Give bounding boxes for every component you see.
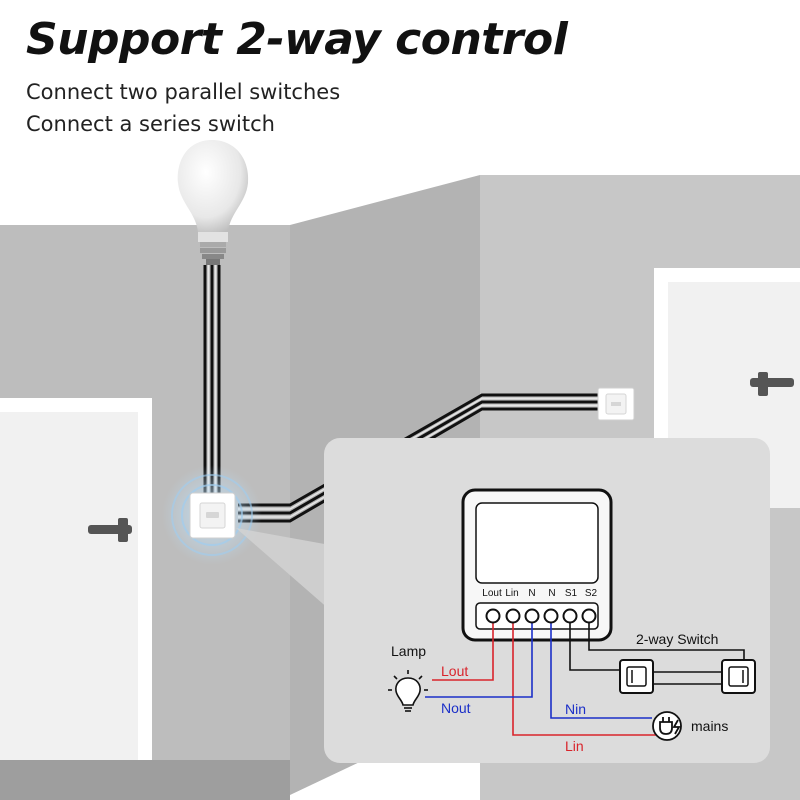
terminal-label-n2: N bbox=[548, 588, 555, 599]
plug-icon bbox=[652, 711, 682, 741]
terminal-screws bbox=[485, 608, 597, 624]
switch-icon bbox=[162, 465, 262, 565]
terminal-labels: Lout Lin N N S1 S2 bbox=[482, 588, 597, 599]
two-way-switch-a bbox=[619, 659, 654, 694]
mains-label: mains bbox=[691, 718, 728, 734]
terminal-label-s1: S1 bbox=[565, 588, 578, 599]
page-title: Support 2-way control bbox=[26, 14, 568, 65]
lamp-icon bbox=[388, 670, 428, 712]
wire-nin bbox=[550, 616, 652, 719]
wire-s1 bbox=[569, 616, 620, 671]
wire-nout bbox=[425, 616, 533, 698]
lamp-label: Lamp bbox=[391, 643, 426, 659]
bulb-icon bbox=[177, 140, 249, 265]
subtitle-parallel: Connect two parallel switches bbox=[26, 80, 341, 104]
terminal-label-lin: Lin bbox=[505, 588, 518, 599]
wire-lout bbox=[432, 616, 494, 681]
subtitle-series: Connect a series switch bbox=[26, 112, 275, 136]
nout-label: Nout bbox=[441, 700, 471, 716]
terminal-label-n1: N bbox=[528, 588, 535, 599]
wiring-lines bbox=[425, 616, 745, 736]
smart-module bbox=[461, 488, 613, 642]
right-door-handle bbox=[750, 378, 794, 387]
lout-label: Lout bbox=[441, 663, 468, 679]
terminal-label-lout: Lout bbox=[482, 588, 502, 599]
wire-lin bbox=[512, 616, 678, 736]
wire-s2 bbox=[588, 616, 745, 662]
nin-label: Nin bbox=[565, 701, 586, 717]
remote-switch-icon bbox=[597, 387, 635, 421]
left-door bbox=[0, 398, 152, 760]
diagram-labels: Lamp Lout Nout Nin Lin mains 2-way Switc… bbox=[391, 631, 728, 754]
right-door bbox=[654, 268, 800, 508]
callout-wedge bbox=[236, 528, 330, 610]
two-way-switch-b bbox=[721, 659, 756, 694]
terminal-label-s2: S2 bbox=[585, 588, 598, 599]
two-way-switch-label: 2-way Switch bbox=[636, 631, 718, 647]
lin-label: Lin bbox=[565, 738, 584, 754]
floor bbox=[0, 760, 290, 800]
